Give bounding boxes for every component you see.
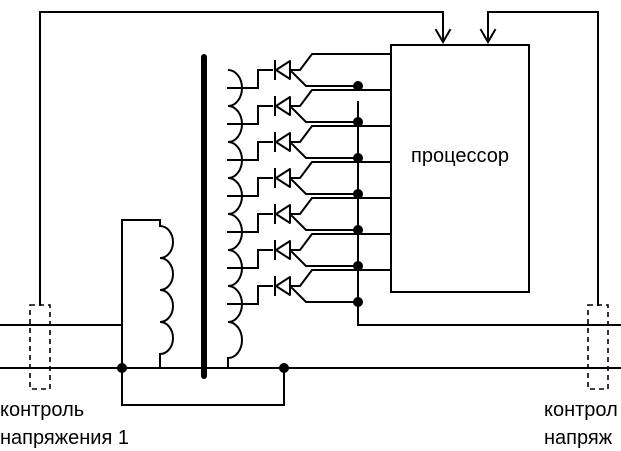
left-feedback-wire	[39, 11, 444, 306]
diode-icon	[275, 168, 291, 188]
winding-tap-wire	[227, 105, 273, 125]
diode-icon	[275, 132, 291, 152]
sensor-2-label-line2: напряж	[544, 427, 613, 449]
ground-loop-wire	[121, 367, 285, 406]
arrow-in-right-icon	[479, 28, 497, 44]
diode-control-line	[289, 125, 392, 143]
arrow-in-left-icon	[434, 28, 452, 44]
diode-control-line	[289, 197, 392, 215]
junction-node	[279, 363, 289, 373]
diode-bus-tap	[290, 106, 359, 123]
diode-bus-tap	[290, 178, 359, 195]
junction-node	[353, 81, 363, 91]
processor-label: процессор	[411, 145, 509, 167]
winding-tap-wire	[227, 177, 273, 197]
winding-tap-wire	[227, 285, 273, 305]
diode-icon	[275, 60, 291, 80]
junction-node	[117, 363, 127, 373]
diode-control-line	[289, 89, 392, 107]
diode-control-line	[289, 53, 392, 71]
sensor-1-label-line1: контроль	[0, 399, 84, 421]
diode-icon	[275, 240, 291, 260]
diode-icon	[275, 204, 291, 224]
sensor-1-label-line2: напряжения 1	[0, 427, 129, 449]
winding-tap-wire	[227, 249, 273, 269]
diode-bus-tap	[290, 214, 359, 231]
sensor-2-label-line1: контрол	[544, 399, 618, 421]
diode-control-line	[289, 269, 392, 287]
diode-bus-tap	[290, 250, 359, 267]
diode-bus-tap	[290, 286, 359, 303]
secondary-coil	[227, 69, 243, 368]
primary-winding	[159, 225, 174, 368]
secondary-winding	[227, 69, 243, 368]
voltage-sensor-1	[29, 304, 51, 390]
diode-bus-tap	[290, 70, 359, 87]
diode-icon	[275, 96, 291, 116]
diode-control-line	[289, 233, 392, 251]
winding-tap-wire	[227, 141, 273, 161]
winding-tap-wire	[227, 213, 273, 233]
diode-control-line	[289, 161, 392, 179]
voltage-sensor-2	[587, 304, 609, 390]
primary-top-lead	[121, 219, 161, 369]
diode-icon	[275, 276, 291, 296]
rectifier-diodes	[227, 53, 392, 307]
diode-bus-tap	[290, 142, 359, 159]
winding-tap-wire	[227, 69, 273, 89]
right-feedback-wire	[487, 11, 599, 306]
processor-block	[390, 44, 530, 293]
